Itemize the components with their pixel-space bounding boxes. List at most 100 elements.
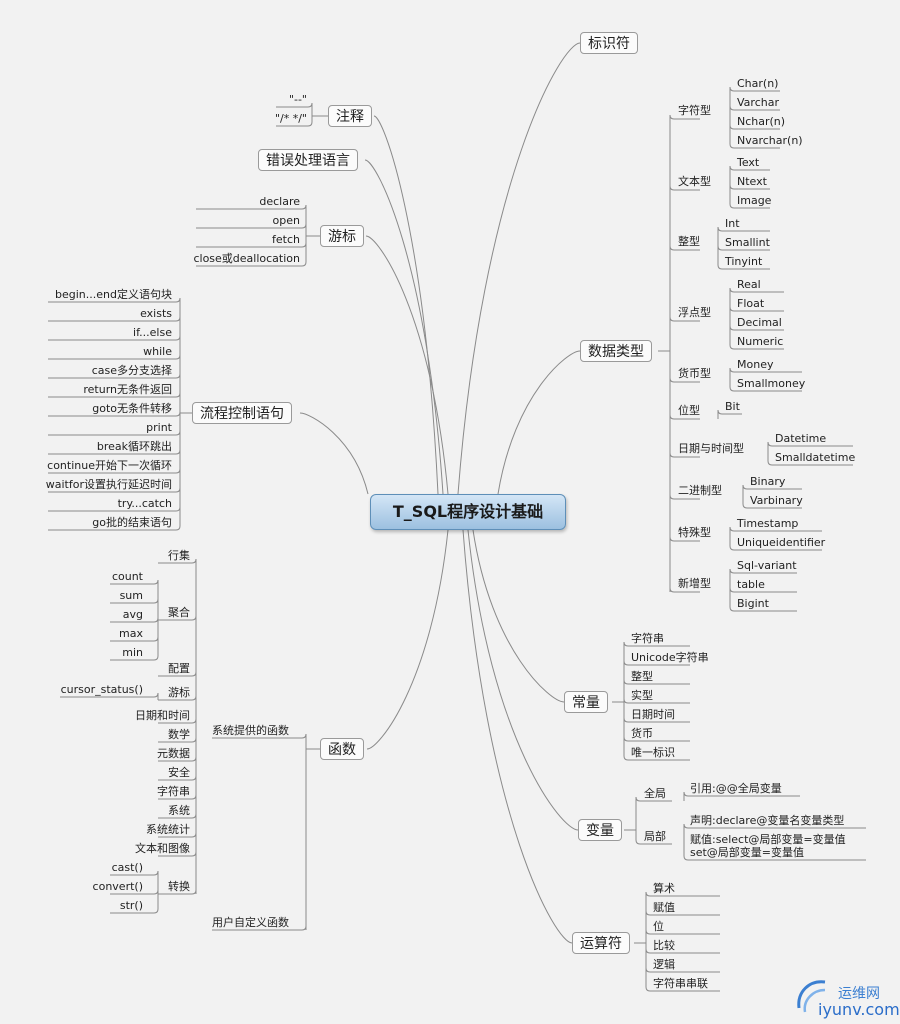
datatype-leaf[interactable]: Float [737,297,765,310]
topic-cursor[interactable]: 游标 [320,225,364,247]
datatype-leaf[interactable]: Int [725,217,740,230]
function-category[interactable]: 系统 [168,804,190,817]
central-topic[interactable]: T_SQL程序设计基础 [370,494,566,530]
cursor-item[interactable]: fetch [272,233,300,246]
topic-flow-control[interactable]: 流程控制语句 [192,402,292,424]
datatype-leaf[interactable]: Bit [725,400,740,413]
function-category[interactable]: 数学 [168,728,190,741]
function-category[interactable]: 转换 [168,880,190,893]
datatype-leaf[interactable]: Tinyint [725,255,763,268]
operator-item[interactable]: 算术 [653,882,675,895]
function-category[interactable]: 文本和图像 [135,842,190,855]
operator-item[interactable]: 逻辑 [653,958,675,971]
function-category[interactable]: 游标 [168,686,190,699]
datatype-leaf[interactable]: Varbinary [750,494,803,507]
aggregate-item[interactable]: count [111,570,143,583]
flow-item[interactable]: exists [140,307,172,320]
datatype-leaf[interactable]: Decimal [737,316,782,329]
topic-comments[interactable]: 注释 [328,105,372,127]
function-category[interactable]: 安全 [168,766,190,779]
flow-item[interactable]: case多分支选择 [91,364,172,377]
datatype-leaf[interactable]: Money [737,358,774,371]
constant-item[interactable]: 货币 [631,727,653,740]
operator-item[interactable]: 赋值 [653,901,675,914]
datatype-char[interactable]: 字符型 [678,104,711,117]
datatype-leaf[interactable]: table [737,578,765,591]
datatype-leaf[interactable]: Smallmoney [737,377,806,390]
datatype-leaf[interactable]: Char(n) [737,77,779,90]
datatype-leaf[interactable]: Binary [750,475,786,488]
constant-item[interactable]: 日期时间 [631,708,675,721]
convert-item[interactable]: cast() [111,861,143,874]
topic-constants[interactable]: 常量 [564,691,608,713]
datatype-leaf[interactable]: Sql-variant [737,559,797,572]
constant-item[interactable]: 唯一标识 [631,746,675,759]
topic-error-handling[interactable]: 错误处理语言 [258,149,358,171]
flow-item[interactable]: goto无条件转移 [92,402,172,415]
topic-operators[interactable]: 运算符 [572,932,630,954]
topic-datatypes[interactable]: 数据类型 [580,340,652,362]
function-category[interactable]: 字符串 [157,785,190,798]
aggregate-item[interactable]: max [119,627,143,640]
variable-local[interactable]: 局部 [644,830,666,843]
flow-item[interactable]: waitfor设置执行延迟时间 [45,478,172,491]
function-category[interactable]: 系统统计 [146,823,190,836]
variable-local-set[interactable]: set@局部变量=变量值 [690,846,805,859]
operator-item[interactable]: 比较 [653,939,675,952]
constant-item[interactable]: 实型 [631,689,653,702]
datatype-leaf[interactable]: Timestamp [737,517,799,530]
variable-global-ref[interactable]: 引用:@@全局变量 [690,782,782,795]
datatype-leaf[interactable]: Nchar(n) [737,115,786,128]
cursor-function-item[interactable]: cursor_status() [60,683,143,696]
aggregate-item[interactable]: min [122,646,143,659]
function-category[interactable]: 配置 [168,662,190,675]
variable-local-declare[interactable]: 声明:declare@变量名变量类型 [690,814,845,827]
aggregate-item[interactable]: sum [119,589,143,602]
datatype-text[interactable]: 文本型 [678,175,711,188]
flow-item[interactable]: go批的结束语句 [92,516,172,529]
datatype-new[interactable]: 新增型 [678,577,711,590]
flow-item[interactable]: break循环跳出 [96,440,172,453]
datatype-binary[interactable]: 二进制型 [678,484,722,497]
flow-item[interactable]: begin...end定义语句块 [55,288,172,301]
cursor-item[interactable]: declare [259,195,300,208]
datatype-leaf[interactable]: Nvarchar(n) [737,134,803,147]
variable-local-assign[interactable]: 赋值:select@局部变量=变量值 [690,833,846,846]
constant-item[interactable]: Unicode字符串 [631,651,709,664]
flow-item[interactable]: try...catch [117,497,172,510]
flow-item[interactable]: if...else [133,326,172,339]
topic-identifier[interactable]: 标识符 [580,32,638,54]
function-category[interactable]: 日期和时间 [135,709,190,722]
datatype-bit[interactable]: 位型 [678,404,700,417]
datatype-float[interactable]: 浮点型 [678,306,711,319]
comment-item[interactable]: "/* */" [274,112,307,125]
datatype-leaf[interactable]: Datetime [775,432,827,445]
datatype-money[interactable]: 货币型 [678,367,711,380]
topic-variables[interactable]: 变量 [578,819,622,841]
constant-item[interactable]: 整型 [631,670,653,683]
function-user-defined[interactable]: 用户自定义函数 [212,916,289,929]
comment-item[interactable]: "--" [288,93,307,106]
topic-functions[interactable]: 函数 [320,738,364,760]
datatype-leaf[interactable]: Real [737,278,761,291]
function-system[interactable]: 系统提供的函数 [212,724,289,737]
cursor-item[interactable]: open [272,214,300,227]
flow-item[interactable]: continue开始下一次循环 [47,459,172,472]
variable-global[interactable]: 全局 [644,787,666,800]
datatype-datetime[interactable]: 日期与时间型 [678,442,744,455]
function-category[interactable]: 聚合 [168,606,190,619]
datatype-leaf[interactable]: Image [737,194,772,207]
datatype-leaf[interactable]: Text [737,156,760,169]
aggregate-item[interactable]: avg [122,608,143,621]
datatype-special[interactable]: 特殊型 [678,526,711,539]
datatype-leaf[interactable]: Uniqueidentifier [737,536,826,549]
datatype-leaf[interactable]: Varchar [737,96,779,109]
function-category[interactable]: 元数据 [157,747,190,760]
flow-item[interactable]: while [143,345,172,358]
datatype-leaf[interactable]: Numeric [737,335,784,348]
datatype-leaf[interactable]: Bigint [737,597,769,610]
datatype-leaf[interactable]: Ntext [737,175,767,188]
datatype-int[interactable]: 整型 [678,235,700,248]
function-category[interactable]: 行集 [168,549,190,562]
datatype-leaf[interactable]: Smallint [725,236,770,249]
